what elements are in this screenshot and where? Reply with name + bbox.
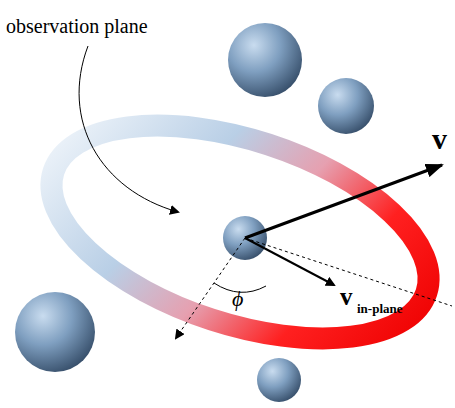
observation-ring — [25, 84, 455, 380]
leader-line — [79, 46, 178, 212]
sphere — [228, 23, 302, 97]
subscript-label: in-plane — [357, 302, 403, 315]
velocity-label: v — [432, 124, 447, 154]
plane-label: observation plane — [6, 16, 148, 36]
velocity-label: v — [340, 284, 353, 309]
in-plane-arrow — [245, 238, 334, 285]
sphere — [257, 358, 301, 402]
sphere — [318, 78, 374, 134]
velocity-arrow — [245, 165, 442, 238]
dashed-axis — [176, 238, 245, 338]
sphere — [15, 292, 95, 372]
angle-label: ϕ — [232, 288, 243, 310]
